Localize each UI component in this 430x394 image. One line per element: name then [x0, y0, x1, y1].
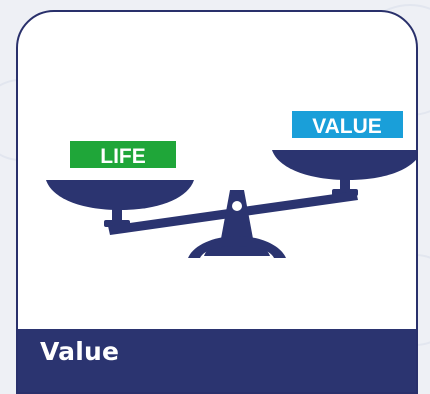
- fulcrum-pivot: [232, 201, 242, 211]
- value-card: LIFE VALUE Value: [16, 10, 418, 394]
- right-pan-stem: [340, 178, 350, 192]
- value-tag: [292, 111, 403, 138]
- right-pan: [272, 150, 416, 180]
- balance-scale-icon: LIFE VALUE: [46, 111, 416, 258]
- scale-fulcrum: [204, 190, 270, 256]
- life-tag: [70, 141, 176, 168]
- left-pan-stem: [112, 208, 122, 224]
- card-footer: Value: [18, 329, 416, 392]
- scale-base: [188, 236, 286, 258]
- left-pan: [46, 180, 194, 210]
- value-tag-label: VALUE: [312, 115, 382, 138]
- life-tag-label: LIFE: [100, 145, 146, 168]
- card-title: Value: [40, 337, 120, 366]
